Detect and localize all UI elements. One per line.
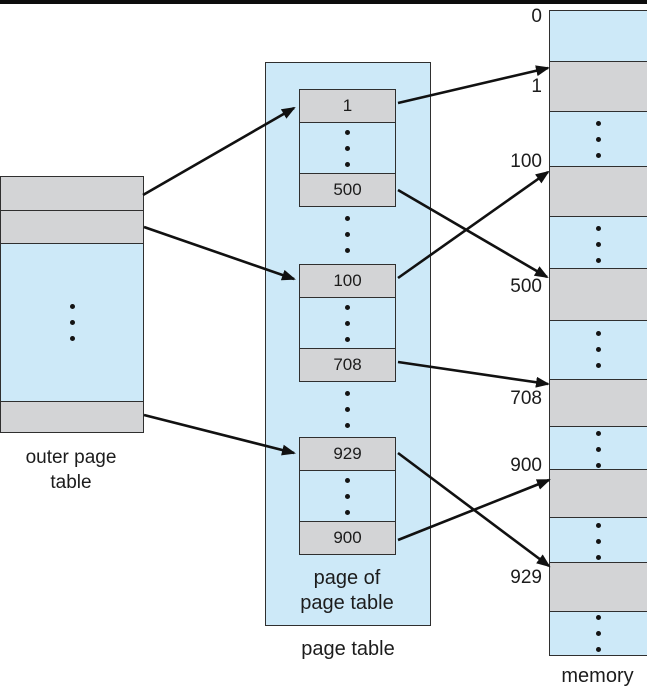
dot [596,347,601,352]
dot [345,304,350,310]
frame-label-929: 929 [510,567,542,588]
dot [596,137,601,142]
dot [69,336,75,341]
dot [345,248,350,253]
ellipsis-dots [299,391,396,428]
dot [69,320,75,325]
dot [596,153,601,158]
frame-label-1: 1 [531,76,542,97]
dot [345,216,350,221]
ellipsis-dots [550,226,647,263]
memory-frame-900 [550,469,647,518]
page-entry: 1 [300,90,395,123]
dot [345,129,350,135]
dot [596,463,601,468]
ellipsis-dots [550,523,647,560]
dot [596,121,601,126]
outer-page-table [0,176,144,433]
page-entry: 900 [300,521,395,554]
outer-label-line2: table [50,472,92,493]
memory-frame-1 [550,61,647,112]
page-table-panel: 1 500 100 [265,62,431,626]
dot [345,232,350,237]
memory-frame-100 [550,166,647,217]
frame-label-100: 100 [510,151,542,172]
dot [69,304,75,309]
page-entry: 708 [300,348,395,381]
dot [596,331,601,336]
dot [596,523,601,528]
dot [596,363,601,368]
dot [596,615,601,620]
frame-label-900: 900 [510,455,542,476]
dot [345,320,350,326]
memory-column [549,10,647,656]
memory-label: memory [561,665,634,687]
page-entry: 500 [300,173,395,206]
page-block-body [300,471,395,521]
outer-label-line1: outer page [25,447,117,468]
dot [345,145,350,151]
page-block-body [300,123,395,173]
dot [596,539,601,544]
frame-label-500: 500 [510,276,542,297]
dot [596,555,601,560]
inner-label-line1: page of [313,567,381,589]
ellipsis-dots [345,129,350,167]
ellipsis-dots [550,121,647,158]
dot [596,431,601,436]
dot [345,407,350,412]
top-rule-line [0,0,647,4]
page-table-block-3: 929 900 [299,437,396,555]
ellipsis-dots [345,304,350,342]
ellipsis-dots [69,304,75,341]
ellipsis-dots [550,615,647,652]
dot [596,631,601,636]
outer-page-table-label: outer page table [0,445,142,495]
dot [596,242,601,247]
outer-entry-3 [1,401,143,432]
ellipsis-dots [550,331,647,368]
page-entry: 929 [300,438,395,471]
dot [345,493,350,499]
memory-frame-929 [550,562,647,612]
dot [345,391,350,396]
dot [596,258,601,263]
frame-label-708: 708 [510,388,542,409]
dot [596,647,601,652]
dot [345,423,350,428]
dot [345,477,350,483]
dot [345,336,350,342]
page-table-block-1: 1 500 [299,89,396,207]
memory-frame-708 [550,379,647,427]
page-table-block-2: 100 708 [299,264,396,382]
page-block-body [300,298,395,348]
dot [596,447,601,452]
ellipsis-dots [550,431,647,468]
outer-table-body [1,244,143,401]
dot [596,226,601,231]
page-table-label: page table [301,638,395,660]
dot [345,161,350,167]
frame-label-0: 0 [531,6,542,27]
outer-entry-1 [1,177,143,211]
memory-frame-500 [550,268,647,321]
ellipsis-dots [299,216,396,253]
page-of-page-table-label: page of page table [266,566,428,616]
inner-label-line2: page table [300,592,394,614]
dot [345,509,350,515]
page-entry: 100 [300,265,395,298]
outer-entry-2 [1,211,143,244]
ellipsis-dots [345,477,350,515]
